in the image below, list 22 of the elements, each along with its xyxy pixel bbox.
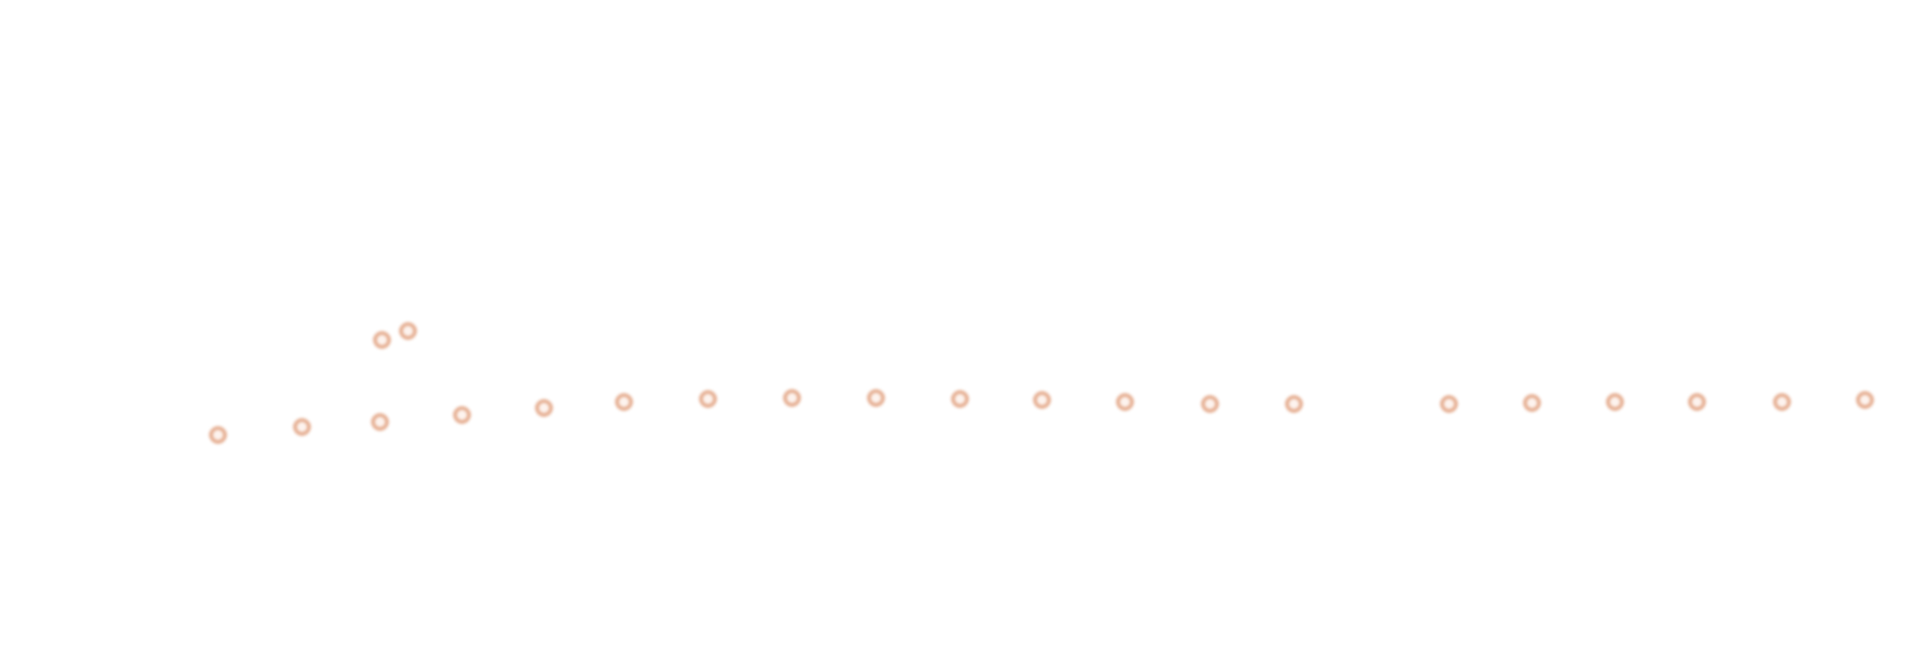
circle-marker <box>1282 392 1306 416</box>
circle-marker <box>370 328 394 352</box>
circle-marker <box>1853 388 1877 412</box>
circle-marker <box>948 387 972 411</box>
circle-marker <box>206 423 230 447</box>
circle-marker <box>1603 390 1627 414</box>
circle-marker <box>1520 391 1544 415</box>
circle-marker <box>1113 390 1137 414</box>
circle-marker <box>1198 392 1222 416</box>
circle-marker <box>290 415 314 439</box>
circle-marker <box>696 387 720 411</box>
circle-marker <box>1437 392 1461 416</box>
circle-marker <box>368 410 392 434</box>
circle-marker <box>864 386 888 410</box>
circle-marker <box>396 319 420 343</box>
circle-marker <box>780 386 804 410</box>
circle-marker <box>532 396 556 420</box>
circle-marker <box>1770 390 1794 414</box>
circle-marker <box>612 390 636 414</box>
circle-marker <box>1685 390 1709 414</box>
circle-marker <box>1030 388 1054 412</box>
circle-marker <box>450 403 474 427</box>
